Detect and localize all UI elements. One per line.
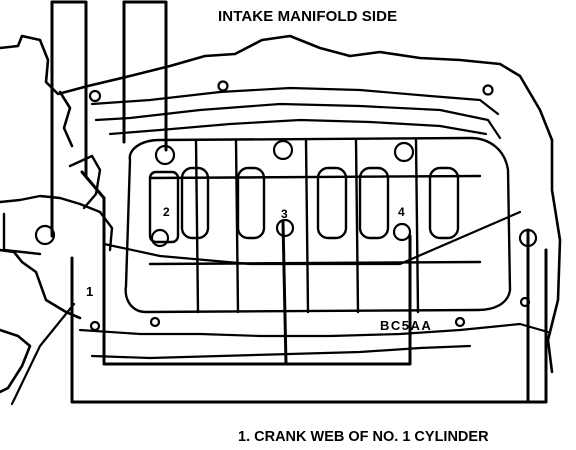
crank-nose <box>0 154 114 256</box>
callout-frame-center <box>122 0 168 152</box>
leader-line-1 <box>10 210 522 406</box>
crankcase-pan <box>88 80 502 140</box>
crankshaft <box>124 136 512 314</box>
diagram-title: INTAKE MANIFOLD SIDE <box>218 8 398 25</box>
legend-caption: 1. CRANK WEB OF NO. 1 CYLINDER <box>238 429 489 445</box>
callout-frame-left <box>50 0 88 238</box>
journal-number-4: 4 <box>398 205 405 219</box>
callout-number-1: 1 <box>86 284 93 299</box>
block-code: BC5AA <box>380 318 432 333</box>
callout-frame-bottom <box>70 170 548 404</box>
engine-block-outline <box>0 34 562 394</box>
pan-flange <box>78 296 550 360</box>
bearing-caps <box>34 139 538 248</box>
journal-number-2: 2 <box>163 205 170 219</box>
journal-number-3: 3 <box>281 207 288 221</box>
